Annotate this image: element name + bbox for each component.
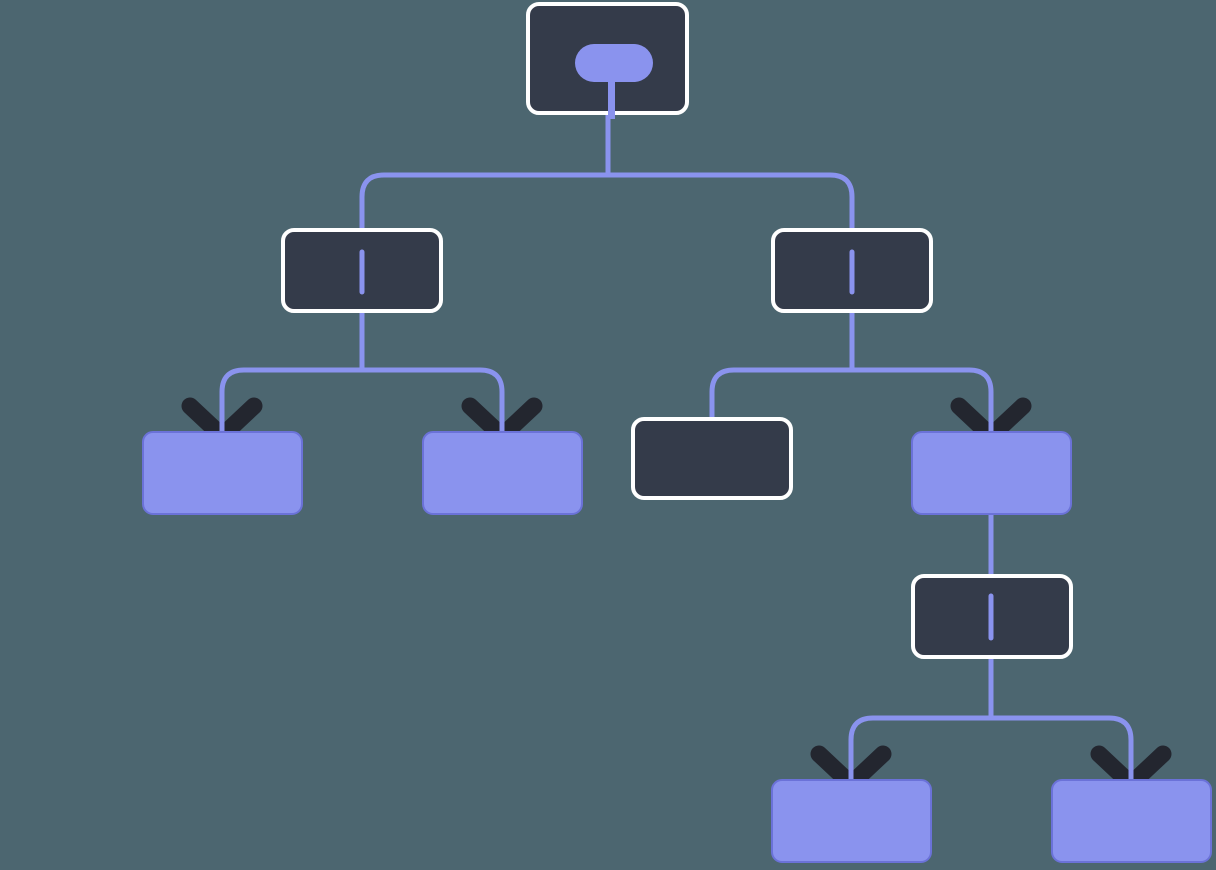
branch-node-left[interactable] (281, 228, 443, 313)
branch-node-lower[interactable] (911, 574, 1073, 659)
leaf-node-d[interactable] (911, 431, 1072, 515)
root-pill-stem (608, 63, 615, 119)
leaf-node-e[interactable] (771, 779, 932, 863)
leaf-node-f[interactable] (1051, 779, 1212, 863)
leaf-node-a[interactable] (142, 431, 303, 515)
edge-root-to-right-branch (605, 172, 855, 321)
branch-node-right[interactable] (771, 228, 933, 313)
root-node[interactable] (526, 2, 689, 119)
edge-root-to-left-branch (359, 172, 611, 321)
edge-right-branch-to-terminal (709, 367, 855, 424)
terminal-node-dark[interactable] (631, 417, 793, 500)
leaf-node-b[interactable] (422, 431, 583, 515)
